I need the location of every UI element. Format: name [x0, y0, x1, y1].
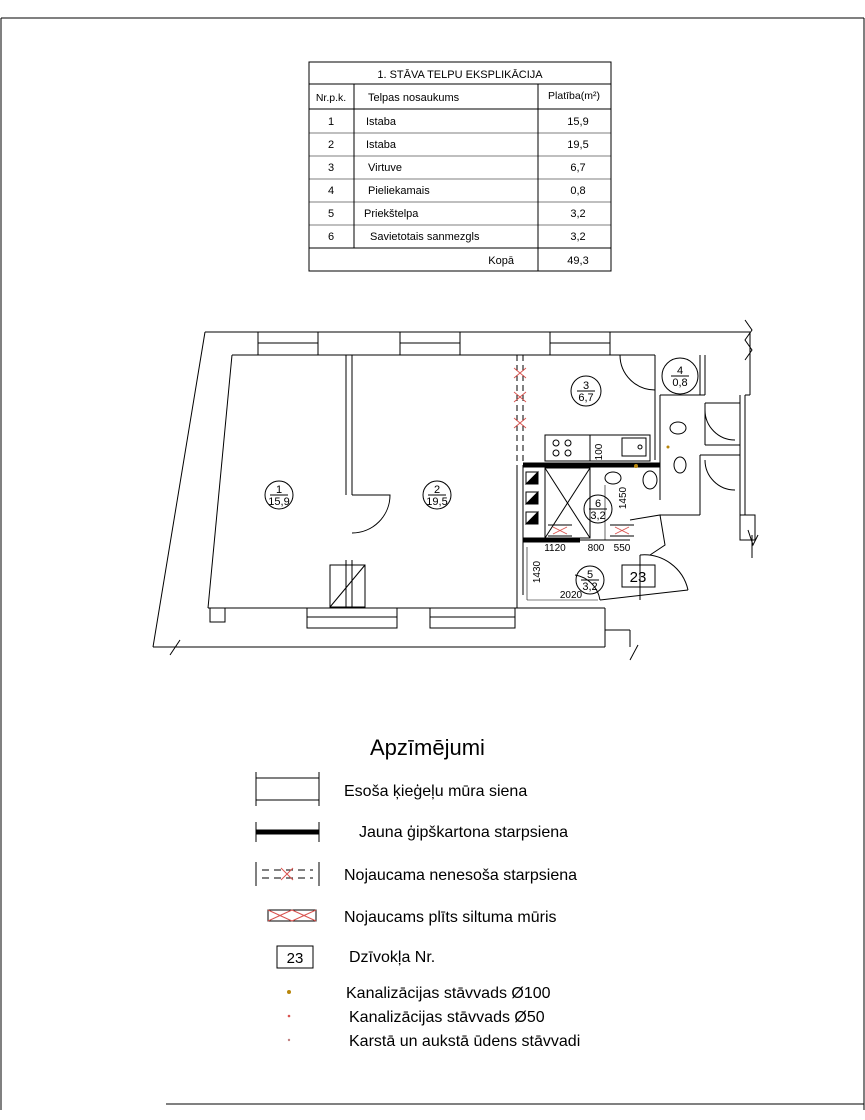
legend-symbol-apartment-box [276, 945, 314, 969]
window-bottom-2 [429, 607, 516, 629]
demolish-stove-marks [552, 526, 630, 535]
dim-1450: 1450 [618, 486, 629, 509]
table-header-nr: Nr.p.k. [316, 92, 346, 104]
dim-800: 800 [588, 543, 605, 554]
table-cell-area: 3,2 [570, 208, 585, 220]
legend-item-riser-50: Kanalizācijas stāvvads Ø50 [349, 1009, 545, 1026]
dim-2020: 2020 [560, 590, 583, 601]
legend-title: Apzīmējumi [370, 735, 485, 760]
break-mark-right-top [744, 319, 753, 361]
demolish-markers [513, 367, 527, 429]
table-title: 1. STĀVA TELPU EKSPLIKĀCIJA [377, 69, 543, 81]
table-cell-area: 0,8 [570, 185, 585, 197]
break-mark-bottom [629, 644, 639, 661]
room-area: 3,2 [590, 510, 605, 522]
legend: Apzīmējumi [255, 735, 580, 1050]
table-cell-area: 3,2 [570, 231, 585, 243]
table-cell-nr: 6 [328, 231, 334, 243]
room-area: 3,2 [582, 581, 597, 593]
floor-plan [152, 319, 759, 661]
table-cell-area: 6,7 [570, 162, 585, 174]
legend-item-gypsum: Jauna ģipškartona starpsiena [359, 823, 568, 841]
table-total-label: Kopā [488, 255, 515, 267]
legend-item-apartment: Dzīvokļa Nr. [349, 949, 435, 966]
dim-100: 100 [594, 443, 605, 460]
table-cell-nr: 2 [328, 139, 334, 151]
legend-symbol-riser-100 [287, 990, 291, 994]
room-area: 6,7 [578, 392, 593, 404]
legend-symbol-riser-50 [287, 1014, 291, 1018]
apartment-number-box [621, 564, 656, 588]
legend-symbol-gypsum [255, 822, 320, 842]
table-cell-name: Virtuve [368, 162, 402, 174]
room-number: 1 [276, 484, 282, 496]
table-cell-nr: 1 [328, 116, 334, 128]
legend-item-water-risers: Karstā un aukstā ūdens stāvvadi [349, 1033, 580, 1050]
room-number: 4 [677, 365, 683, 377]
room-label-1: 115,9 [264, 480, 294, 510]
explication-table: 1. STĀVA TELPU EKSPLIKĀCIJA Nr.p.k. Telp… [308, 61, 612, 272]
legend-item-riser-100: Kanalizācijas stāvvads Ø100 [346, 985, 551, 1002]
room-area: 0,8 [672, 377, 687, 389]
table-total-value: 49,3 [567, 255, 588, 267]
room-area: 15,9 [268, 496, 289, 508]
table-cell-name: Priekštelpa [364, 208, 419, 220]
riser-50 [666, 445, 670, 449]
dim-1430: 1430 [532, 560, 543, 583]
bath-toilet [642, 470, 658, 490]
kitchen-sink [621, 437, 647, 457]
legend-item-demolish-partition: Nojaucama nenesoša starpsiena [344, 867, 577, 884]
table-header-area: Platība(m²) [548, 90, 600, 102]
hall-door [629, 514, 666, 556]
legend-item-stove-wall: Nojaucams plīts siltuma mūris [344, 909, 557, 926]
bath-sink [604, 471, 622, 485]
legend-apartment-number: 23 [287, 950, 304, 967]
outer-wall-left-inner [207, 354, 233, 609]
legend-symbol-demolish-partition [255, 862, 320, 886]
legend-symbol-brick-wall [255, 772, 320, 806]
legend-symbol-stove-wall [267, 909, 317, 922]
legend-symbol-water-risers [287, 1038, 291, 1042]
table-cell-nr: 3 [328, 162, 334, 174]
legend-item-brick-wall: Esoša ķieģeļu mūra siena [344, 782, 527, 800]
apartment-number: 23 [630, 569, 647, 586]
table-cell-nr: 5 [328, 208, 334, 220]
room-label-2: 219,5 [422, 480, 452, 510]
door-swing-kitchen [619, 354, 656, 391]
table-cell-name: Savietotais sanmezgls [370, 231, 480, 243]
dim-1120: 1120 [544, 543, 566, 554]
entrance-door-swing [639, 554, 689, 591]
ventilation-channels [524, 470, 539, 525]
room-number: 2 [434, 484, 440, 496]
dim-550: 550 [614, 543, 631, 554]
table-cell-name: Istaba [366, 116, 397, 128]
table-cell-nr: 4 [328, 185, 334, 197]
room-number: 5 [587, 569, 593, 581]
room-label-4: 40,8 [661, 357, 699, 395]
table-cell-area: 19,5 [567, 139, 588, 151]
outer-wall-left-outer [152, 331, 206, 648]
room-number: 3 [583, 380, 589, 392]
stove-block [329, 564, 366, 608]
table-header-name: Telpas nosaukums [368, 92, 460, 104]
room-label-6: 63,2 [583, 494, 613, 524]
room-number: 6 [595, 498, 601, 510]
room-label-3: 36,7 [570, 375, 602, 407]
table-cell-area: 15,9 [567, 116, 588, 128]
shower-tray [544, 467, 591, 539]
table-cell-name: Pieliekamais [368, 185, 430, 197]
table-cell-name: Istaba [366, 139, 397, 151]
riser-100 [634, 464, 638, 468]
dimension-texts: 100 1450 1120 800 550 1430 2020 [532, 443, 631, 601]
door-swing-rooms [351, 494, 391, 534]
window-bottom-1 [306, 607, 398, 629]
room-label-5: 53,2 [575, 565, 605, 595]
break-mark-right [747, 529, 759, 547]
window-bottom-small [209, 607, 226, 623]
room-area: 19,5 [426, 496, 447, 508]
kitchen-counter [544, 434, 651, 462]
